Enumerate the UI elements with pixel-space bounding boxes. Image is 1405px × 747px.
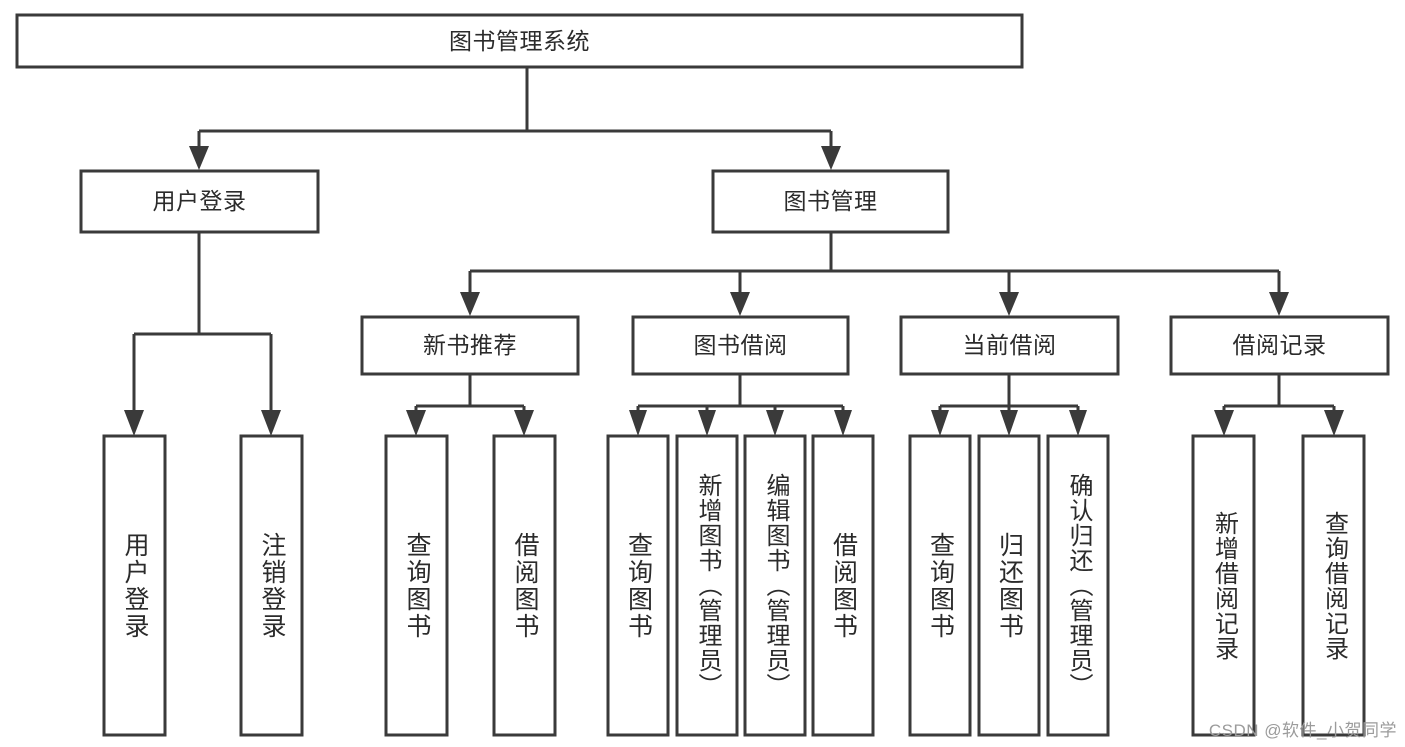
node-leaf-edit-book-admin-box[interactable]: [743, 434, 807, 737]
arrow-head-borrow-record: [1269, 292, 1289, 316]
node-leaf-add-book-admin-box[interactable]: [675, 434, 739, 737]
arrow-head-leaf-query-book-2: [629, 410, 647, 436]
arrow-head-leaf-borrow-book-2: [834, 410, 852, 436]
arrow-head-new-book-recommend: [460, 292, 480, 316]
watermark-label: CSDN @软件_小贺同学: [1208, 721, 1397, 740]
node-leaf-return-book-box[interactable]: [977, 434, 1041, 737]
arrow-head-book-borrow: [730, 292, 750, 316]
node-leaf-query-borrow-record-box[interactable]: [1301, 434, 1366, 737]
arrow-head-leaf-confirm-return-admin: [1069, 410, 1087, 436]
arrow-head-leaf-add-borrow-record: [1214, 410, 1234, 436]
arrow-head-leaf-query-book-3: [931, 410, 949, 436]
node-leaf-confirm-return-admin-box[interactable]: [1046, 434, 1110, 737]
node-borrow-record-box[interactable]: [1169, 315, 1390, 376]
node-leaf-query-book-2-box[interactable]: [606, 434, 670, 737]
arrow-head-leaf-query-book-1: [406, 410, 426, 436]
arrow-head-current-borrow: [999, 292, 1019, 316]
node-leaf-add-borrow-record-box[interactable]: [1191, 434, 1256, 737]
arrow-head-leaf-edit-book-admin: [766, 410, 784, 436]
node-leaf-query-book-1-box[interactable]: [384, 434, 449, 737]
arrow-head-leaf-borrow-book-1: [514, 410, 534, 436]
node-book-borrow-box[interactable]: [631, 315, 850, 376]
node-leaf-borrow-book-1-box[interactable]: [492, 434, 557, 737]
arrow-head-user-login: [189, 146, 209, 170]
node-new-book-recommend-box[interactable]: [360, 315, 580, 376]
node-leaf-query-book-3-box[interactable]: [908, 434, 972, 737]
node-leaf-borrow-book-2-box[interactable]: [811, 434, 875, 737]
arrow-head-leaf-user-login: [124, 410, 144, 436]
node-leaf-user-login-box[interactable]: [102, 434, 167, 737]
node-root-box[interactable]: [15, 13, 1024, 69]
arrow-head-book-management: [821, 146, 841, 170]
arrow-head-leaf-logout-login: [261, 410, 281, 436]
node-book-management-box[interactable]: [711, 169, 950, 234]
node-current-borrow-box[interactable]: [899, 315, 1120, 376]
node-leaf-logout-login-box[interactable]: [239, 434, 304, 737]
arrow-head-leaf-return-book: [1000, 410, 1018, 436]
node-user-login-box[interactable]: [79, 169, 320, 234]
arrow-head-leaf-query-borrow-record: [1324, 410, 1344, 436]
arrow-head-leaf-add-book-admin: [698, 410, 716, 436]
